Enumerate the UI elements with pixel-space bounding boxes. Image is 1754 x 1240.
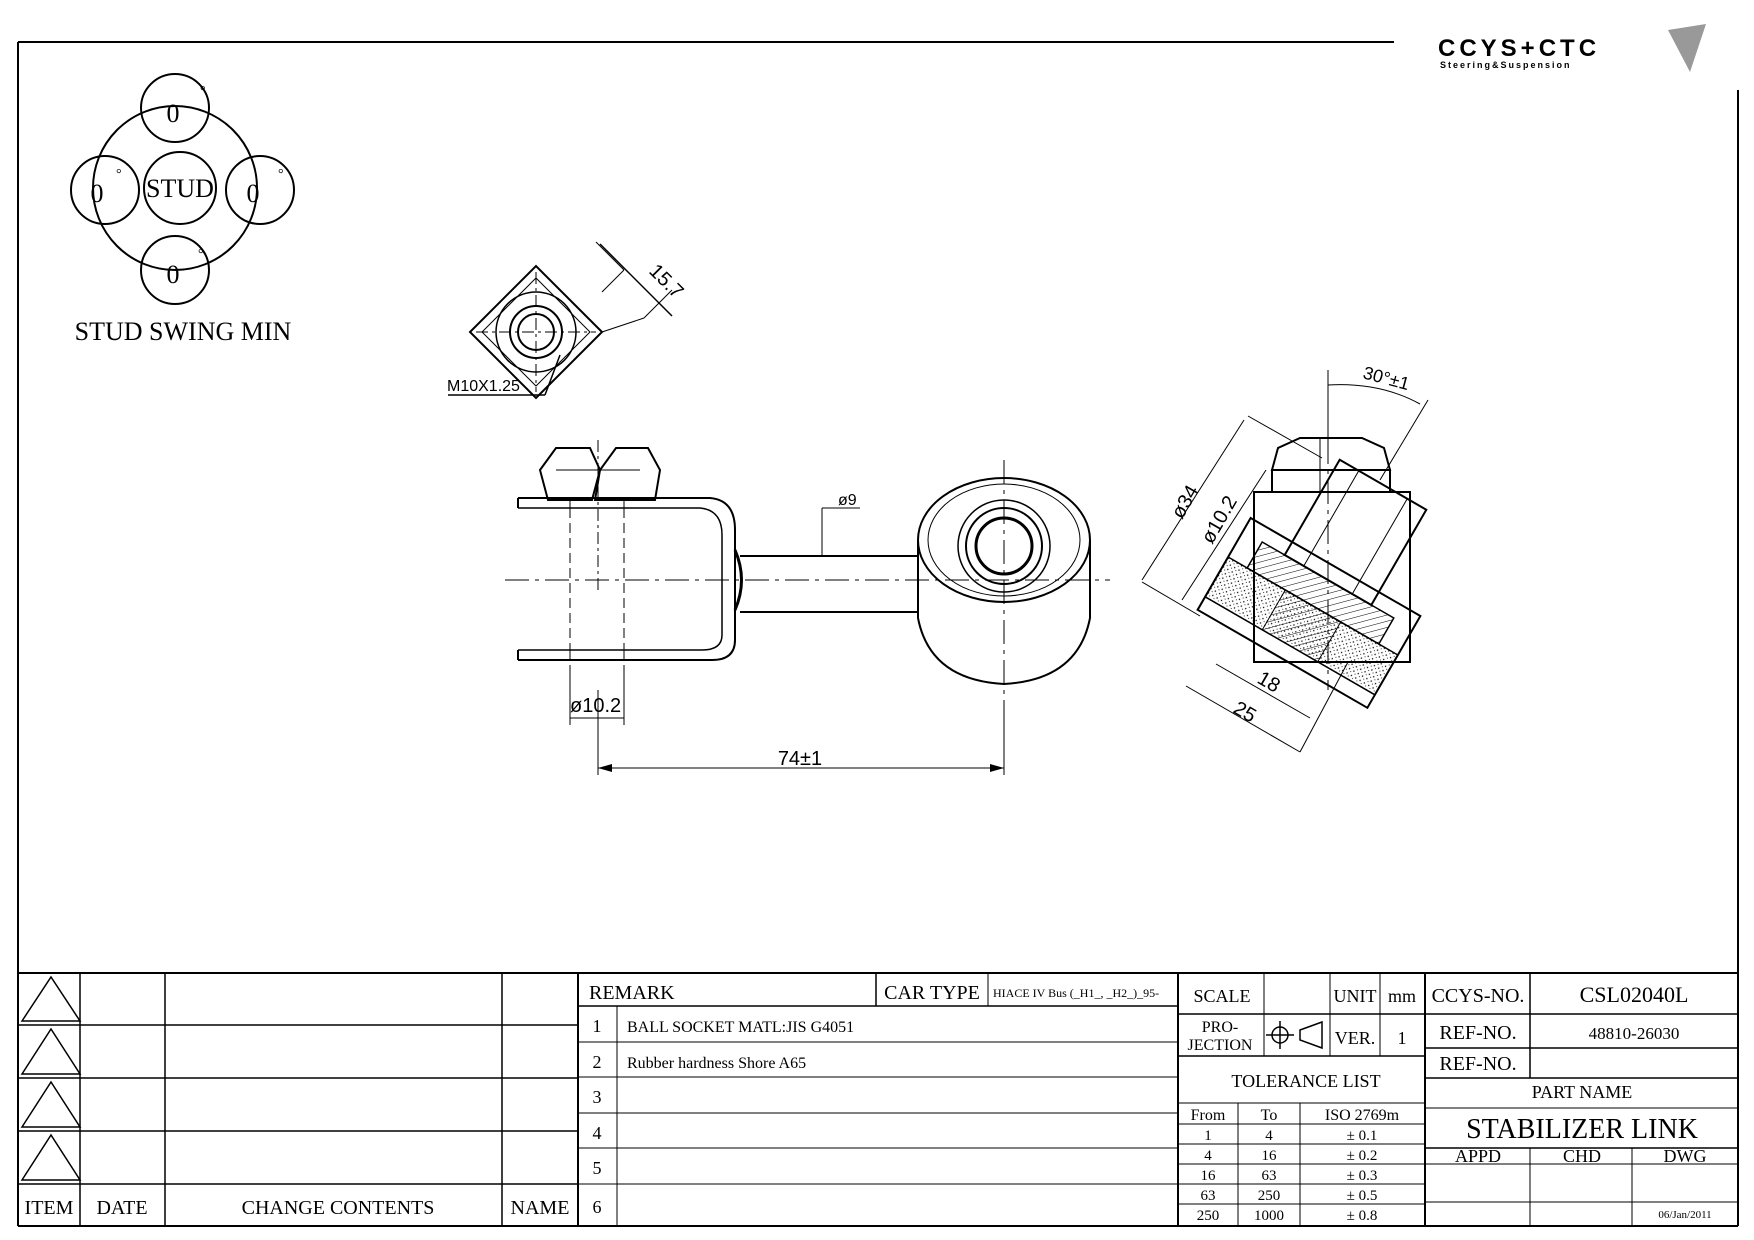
company-logo: CCYS+CTC Steering&Suspension	[1438, 24, 1706, 72]
ccys-no-value: CSL02040L	[1580, 982, 1689, 1007]
length-dimension: 74±1	[778, 748, 822, 770]
degree-mark: °	[198, 247, 204, 262]
stud-label: STUD	[146, 174, 214, 203]
tolerance-from: 250	[1197, 1208, 1220, 1224]
tolerance-value: ± 0.8	[1347, 1208, 1378, 1224]
tolerance-to: 250	[1258, 1188, 1281, 1204]
degree-mark: °	[116, 167, 122, 182]
angle-dimension: 30°±1	[1361, 363, 1412, 395]
car-type-value: HIACE IV Bus (_H1_, _H2_)_95-	[993, 986, 1159, 1000]
tolerance-to: 1000	[1254, 1208, 1284, 1224]
part-name-label: PART NAME	[1532, 1082, 1632, 1102]
remark-text: BALL SOCKET MATL:JIS G4051	[627, 1019, 854, 1036]
remark-label: REMARK	[589, 982, 675, 1004]
ref-no-value: 48810-26030	[1589, 1024, 1680, 1043]
remark-no: 4	[593, 1123, 602, 1143]
version-label: VER.	[1335, 1028, 1376, 1048]
link-side-view: 30°±1 ø34 ø10.2 18 25	[1141, 363, 1429, 753]
tolerance-value: ± 0.3	[1347, 1168, 1378, 1184]
tolerance-value: ± 0.5	[1347, 1188, 1378, 1204]
remark-no: 2	[593, 1052, 602, 1072]
tolerance-value: ± 0.2	[1347, 1148, 1378, 1164]
ref-no2-label: REF-NO.	[1439, 1053, 1516, 1075]
link-front-view: ø9 ø10.2 74±1	[505, 440, 1110, 775]
swing-bottom-value: 0	[167, 260, 180, 289]
tolerance-from: 4	[1204, 1148, 1212, 1164]
swing-left-value: 0	[91, 179, 104, 208]
item-header: ITEM	[25, 1197, 74, 1219]
degree-mark: °	[200, 84, 206, 99]
tolerance-to: 4	[1265, 1128, 1273, 1144]
outer-width-dimension: 25	[1230, 697, 1260, 727]
bushing-od-dimension: ø34	[1167, 482, 1203, 523]
scale-label: SCALE	[1193, 986, 1250, 1006]
name-header: NAME	[511, 1197, 570, 1219]
tolerance-from-header: From	[1191, 1107, 1226, 1124]
thread-spec-label: M10X1.25	[447, 378, 520, 395]
drawing-date: 06/Jan/2011	[1658, 1209, 1711, 1221]
remark-no: 5	[593, 1158, 602, 1178]
version-value: 1	[1398, 1028, 1407, 1048]
title-block-text: ITEM DATE CHANGE CONTENTS NAME REMARK CA…	[25, 982, 1712, 1224]
tolerance-title: TOLERANCE LIST	[1231, 1071, 1380, 1091]
remark-text: Rubber hardness Shore A65	[627, 1055, 806, 1072]
tolerance-to-header: To	[1261, 1107, 1278, 1124]
tolerance-iso-header: ISO 2769m	[1325, 1107, 1400, 1124]
ccys-no-label: CCYS-NO.	[1432, 985, 1525, 1007]
logo-subtitle: Steering&Suspension	[1440, 60, 1572, 70]
change-contents-header: CHANGE CONTENTS	[242, 1197, 435, 1219]
projection-label: PRO-	[1202, 1019, 1238, 1036]
projection-symbol-icon	[1266, 1020, 1323, 1050]
degree-mark: °	[278, 167, 284, 182]
car-type-label: CAR TYPE	[884, 982, 980, 1004]
rod-diameter-label: ø9	[838, 492, 857, 509]
title-block	[18, 972, 1738, 1226]
date-header: DATE	[96, 1197, 147, 1219]
tolerance-to: 16	[1262, 1148, 1278, 1164]
chd-label: CHD	[1563, 1146, 1601, 1166]
nut-top-view: 15.7 M10X1.25	[447, 241, 688, 400]
logo-mark-icon	[1668, 24, 1706, 72]
socket-hole-dimension: ø10.2	[570, 695, 621, 717]
hex-size-dimension: 15.7	[644, 260, 687, 303]
appd-label: APPD	[1455, 1146, 1501, 1166]
remark-no: 6	[593, 1197, 602, 1217]
swing-right-value: 0	[247, 179, 260, 208]
tolerance-from: 1	[1204, 1128, 1212, 1144]
unit-label: UNIT	[1334, 986, 1377, 1006]
part-name-value: STABILIZER LINK	[1466, 1114, 1698, 1145]
stud-swing-diagram: 0 ° 0 ° 0 ° 0 ° STUD STUD SWING MIN	[70, 73, 295, 346]
sheet-frame	[17, 41, 1739, 1227]
tolerance-to: 63	[1262, 1168, 1277, 1184]
unit-value: mm	[1388, 986, 1416, 1006]
remark-no: 1	[593, 1016, 602, 1036]
bushing-id-dimension: ø10.2	[1197, 492, 1242, 547]
stud-swing-caption: STUD SWING MIN	[75, 317, 292, 346]
ref-no-label: REF-NO.	[1439, 1022, 1516, 1044]
remark-no: 3	[593, 1087, 602, 1107]
tolerance-value: ± 0.1	[1347, 1128, 1378, 1144]
dwg-label: DWG	[1664, 1146, 1707, 1166]
swing-top-value: 0	[167, 99, 180, 128]
logo-name: CCYS+CTC	[1438, 35, 1600, 62]
inner-width-dimension: 18	[1254, 667, 1284, 697]
tolerance-from: 63	[1201, 1188, 1216, 1204]
projection-label: JECTION	[1188, 1037, 1253, 1054]
tolerance-from: 16	[1201, 1168, 1217, 1184]
